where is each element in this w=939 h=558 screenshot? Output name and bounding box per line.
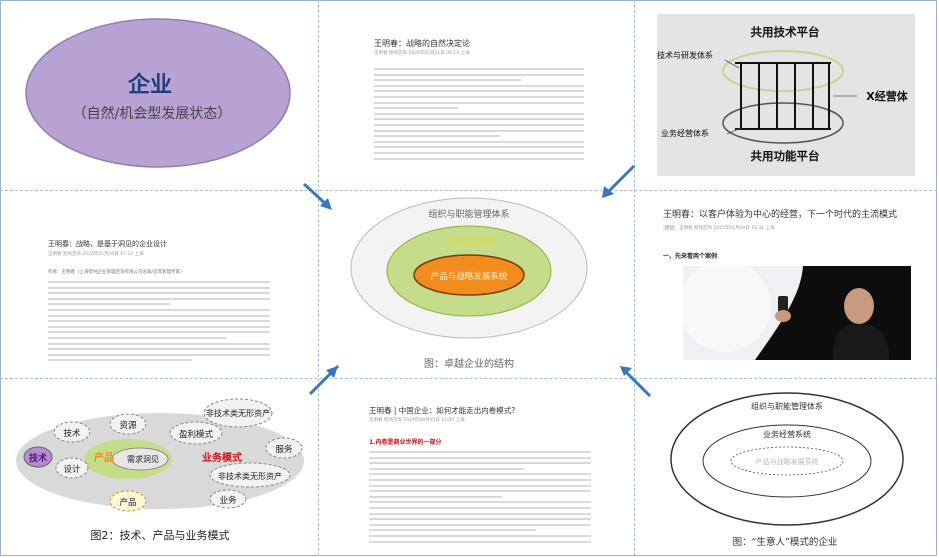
bubble-product-bottom-label: 产品 bbox=[119, 497, 136, 508]
arrow-top-right bbox=[602, 164, 636, 198]
panel-center-structure: 组织与职能管理体系 业务经营系统 产品与战略发展系统 图：卓越企业的结构 bbox=[319, 191, 634, 378]
platform-bottom-label: 共用功能平台 bbox=[751, 149, 820, 163]
bubble-tech-left bbox=[23, 446, 53, 468]
platform-top-label: 共用技术平台 bbox=[751, 25, 820, 39]
panel-article-2: 王明春：战略，是基于洞见的企业设计 王明春 智纯咨询 2024年05月20日 1… bbox=[0, 191, 318, 378]
panel-bubbles: 技术 技术 资源 盈利模式 非技术类无形资产 设计 产品 需求洞见 业务模式 服… bbox=[0, 379, 318, 556]
shengyiren-inner-ellipse bbox=[730, 446, 844, 476]
bubble-business bbox=[209, 489, 247, 509]
panel-shengyiren: 组织与职能管理体系 业务经营系统 产品与战略发展系统 图：“生意人”模式的企业 bbox=[635, 379, 937, 556]
shengyiren-svg: 组织与职能管理体系 业务经营系统 产品与战略发展系统 图：“生意人”模式的企业 bbox=[670, 392, 904, 548]
platform-left-top-label: 技术与研发体系 bbox=[657, 50, 713, 60]
bubble-profit bbox=[169, 421, 223, 445]
center-inner-ellipse bbox=[413, 254, 525, 296]
article-4-title: 王明春 | 中国企业：如何才能走出内卷模式? bbox=[369, 406, 516, 415]
bubble-intangible-top-label: 非技术类无形资产 bbox=[206, 408, 270, 418]
enterprise-title: 企业 bbox=[127, 72, 172, 98]
article-3-meta-tag: 原创 bbox=[663, 225, 676, 231]
article-1-title: 王明春：战略的自然决定论 bbox=[374, 39, 470, 48]
article-2-title: 王明春：战略，是基于洞见的企业设计 bbox=[48, 240, 167, 248]
article-4-section: 1.内卷是商业世界的一部分 bbox=[369, 439, 442, 446]
bubble-tech bbox=[53, 421, 91, 443]
article-2-body bbox=[48, 281, 270, 365]
enterprise-ellipse bbox=[25, 18, 291, 168]
bubble-intangible-bottom bbox=[209, 462, 291, 488]
platform-bottom-ellipse bbox=[722, 102, 844, 144]
shengyiren-outer-label: 组织与职能管理体系 bbox=[751, 401, 823, 411]
platform-pointer-top bbox=[724, 59, 740, 69]
arrow-bottom-left bbox=[308, 364, 340, 396]
shengyiren-caption: 图：“生意人”模式的企业 bbox=[733, 536, 838, 548]
platform-left-bottom-label: 业务经营体系 bbox=[661, 128, 709, 138]
bubble-intangible-top bbox=[203, 398, 273, 428]
panel-article-1: 王明春：战略的自然决定论 王明春 智纯咨询 2024年05月21日 09:13 … bbox=[319, 0, 634, 190]
bubble-design-label: 设计 bbox=[63, 464, 81, 475]
article-1-meta: 王明春 智纯咨询 2024年05月21日 09:13 上海 bbox=[374, 51, 470, 56]
platform-right-label: X经营体 bbox=[866, 89, 908, 103]
bubble-resource-label: 资源 bbox=[119, 420, 137, 431]
bubble-business-label: 业务 bbox=[219, 495, 237, 506]
article-2-author: 作者：王明春（上海智纯企业管理咨询有限公司总裁/首席管理专家） bbox=[48, 270, 185, 275]
bubble-service-label: 服务 bbox=[275, 444, 293, 455]
bubbles-caption: 图2：技术、产品与业务模式 bbox=[91, 528, 230, 542]
bubble-product-label: 产品 bbox=[94, 451, 114, 464]
panel-enterprise: 企业 （自然/机会型发展状态） bbox=[0, 0, 318, 190]
panel-article-4: 王明春 | 中国企业：如何才能走出内卷模式? 王明春 智纯咨询 2024年08月… bbox=[319, 379, 634, 556]
bubble-design bbox=[55, 457, 89, 479]
grid-line-v2 bbox=[634, 0, 635, 556]
bubble-tech-label: 技术 bbox=[63, 428, 81, 439]
bubble-resource bbox=[109, 413, 147, 435]
article-3-meta: 王明春 智纯咨询 2025年01月09日 19:31 上海 bbox=[679, 226, 775, 231]
bubbles-svg: 技术 技术 资源 盈利模式 非技术类无形资产 设计 产品 需求洞见 业务模式 服… bbox=[16, 398, 304, 542]
bubble-intangible-bottom-label: 非技术类无形资产 bbox=[218, 471, 282, 481]
enterprise-ellipse-svg: 企业 （自然/机会型发展状态） bbox=[25, 18, 291, 168]
bubble-service bbox=[265, 437, 303, 459]
article-1-body bbox=[374, 68, 584, 163]
grid-line-h1 bbox=[0, 190, 937, 191]
bubble-demand bbox=[111, 447, 169, 471]
panel-platform: 共用技术平台 技术与研发体系 业务经营体系 X经营体 共用功能平台 bbox=[635, 0, 937, 190]
arrow-bottom-right bbox=[620, 366, 652, 398]
enterprise-subtitle: （自然/机会型发展状态） bbox=[73, 105, 232, 122]
panel-article-3: 王明春：以客户体验为中心的经营，下一个时代的主流模式 原创 王明春 智纯咨询 2… bbox=[635, 191, 937, 378]
center-structure-svg: 组织与职能管理体系 业务经营系统 产品与战略发展系统 图：卓越企业的结构 bbox=[350, 197, 588, 370]
platform-svg: 共用技术平台 技术与研发体系 业务经营体系 X经营体 共用功能平台 bbox=[657, 14, 915, 176]
shengyiren-middle-label: 业务经营系统 bbox=[763, 429, 811, 439]
article-3-photo bbox=[683, 266, 911, 360]
arrow-top-left bbox=[302, 182, 332, 210]
article-3-section: 一、先来看两个案例 bbox=[663, 253, 718, 260]
grid-line-h2 bbox=[0, 378, 937, 379]
article-3-title: 王明春：以客户体验为中心的经营，下一个时代的主流模式 bbox=[663, 210, 898, 220]
center-outer-label: 组织与职能管理体系 bbox=[428, 208, 509, 220]
platform-pointer-bottom bbox=[726, 127, 742, 135]
bubble-business-model-label: 业务模式 bbox=[202, 451, 242, 464]
platform-background bbox=[657, 14, 915, 176]
platform-top-ellipse bbox=[722, 50, 844, 92]
center-inner-label: 产品与战略发展系统 bbox=[431, 271, 508, 282]
shengyiren-inner-label: 产品与战略发展系统 bbox=[756, 457, 819, 466]
center-caption: 图：卓越企业的结构 bbox=[424, 357, 514, 370]
grid-line-v1 bbox=[318, 0, 319, 556]
bubble-product-bottom bbox=[109, 490, 147, 512]
article-2-meta: 王明春 智纯咨询 2024年05月20日 17:10 上海 bbox=[48, 252, 144, 257]
center-middle-label: 业务经营系统 bbox=[442, 235, 496, 247]
bubble-profit-label: 盈利模式 bbox=[179, 429, 214, 440]
article-4-body bbox=[369, 451, 591, 546]
bubble-tech-left-label: 技术 bbox=[29, 452, 47, 464]
bubble-demand-label: 需求洞见 bbox=[127, 454, 159, 464]
article-4-meta: 王明春 智纯咨询 2024年08月05日 13:00 上海 bbox=[369, 418, 465, 423]
